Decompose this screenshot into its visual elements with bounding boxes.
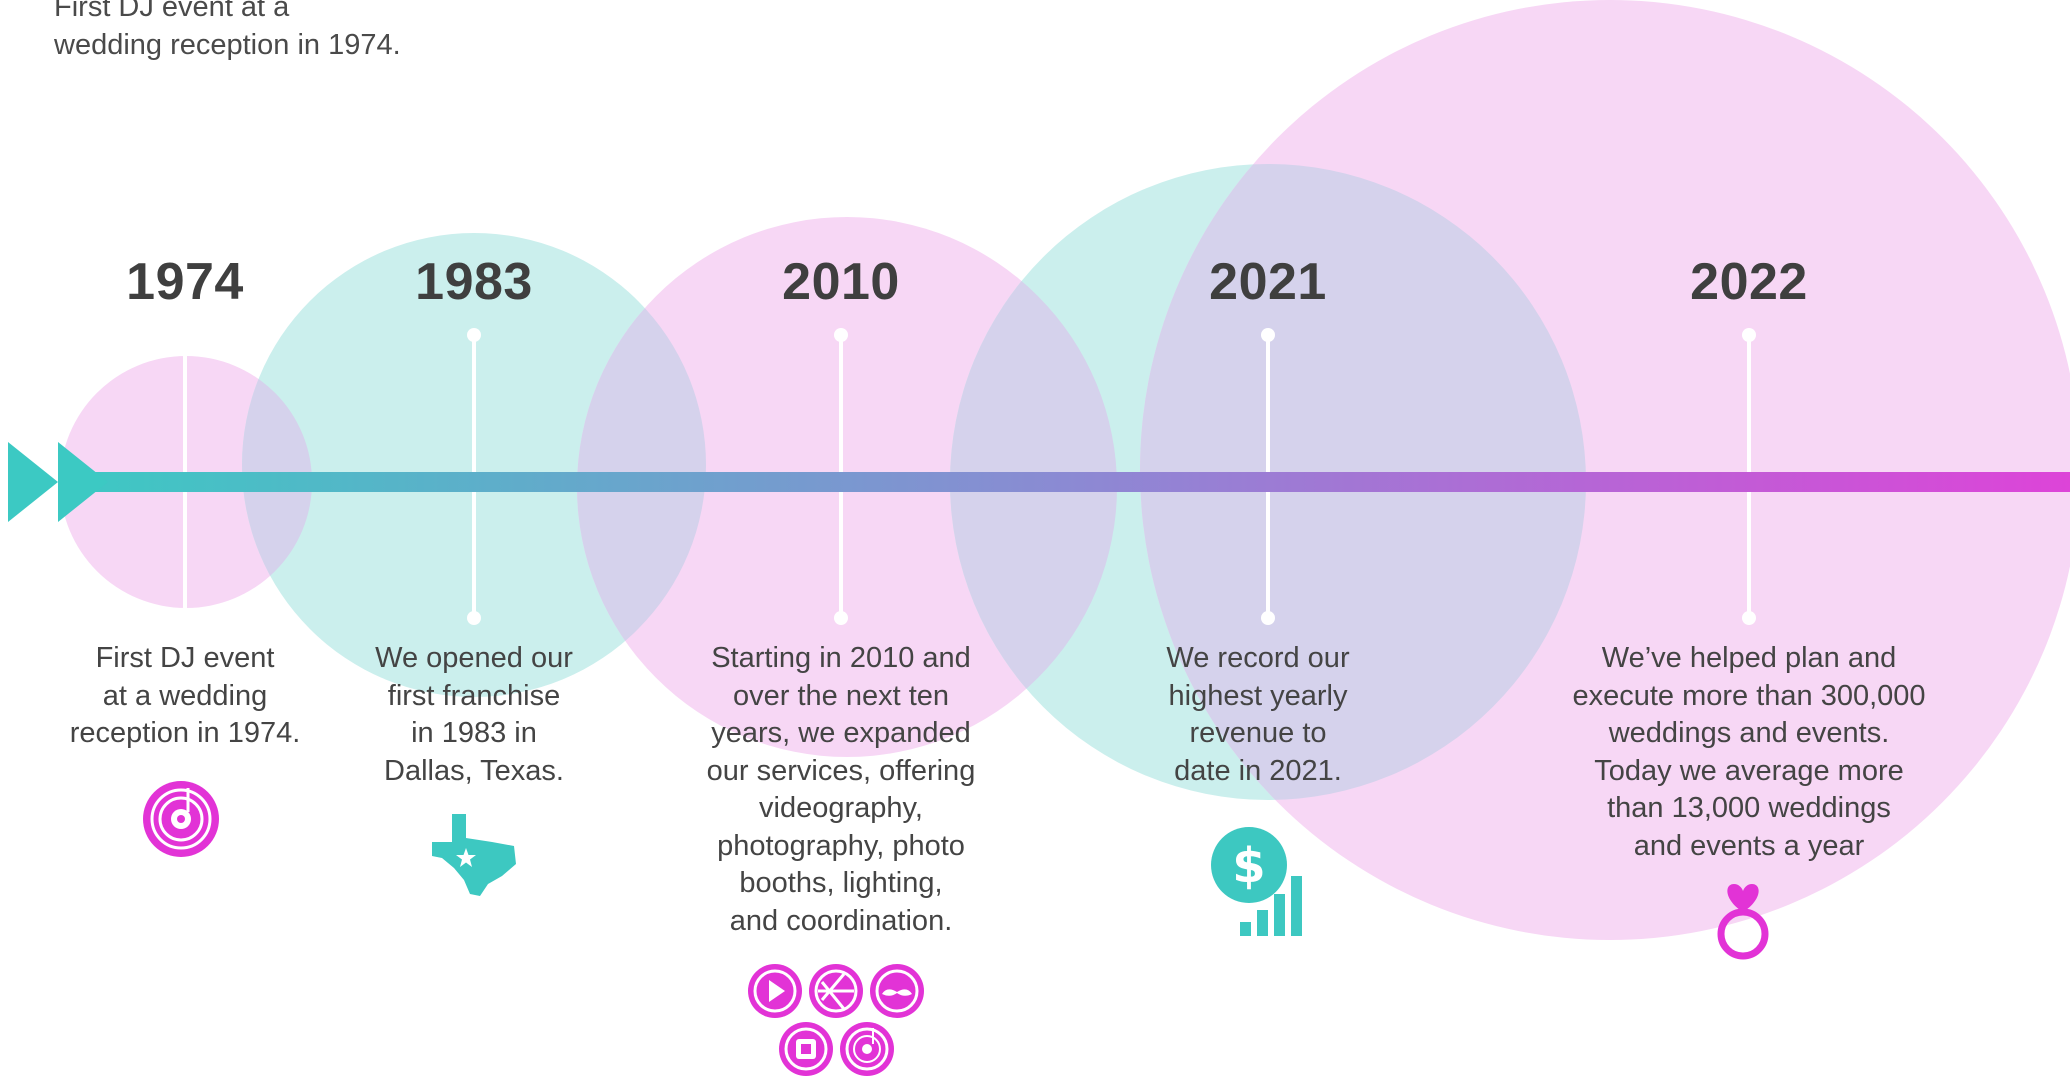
desc-line: photography, photo: [717, 829, 965, 862]
desc-line: We opened our: [375, 642, 573, 674]
desc-line: in 1983 in: [411, 717, 537, 749]
description-2010: Starting in 2010 and over the next ten y…: [671, 640, 1011, 940]
description-1983: We opened our first franchise in 1983 in…: [334, 640, 614, 790]
desc-line: and coordination.: [729, 904, 953, 937]
desc-line: execute more than 300,000: [1572, 679, 1926, 712]
svg-text:$: $: [1232, 838, 1265, 894]
texas-map-icon: [432, 814, 516, 896]
description-1974: First DJ event at a wedding reception in…: [40, 640, 330, 753]
camera-aperture-icon: [809, 964, 863, 1018]
lighting-icon: [779, 1022, 833, 1076]
desc-line: our services, offering: [706, 754, 976, 787]
mustache-icon: [870, 964, 924, 1018]
heart-ring-icon: [1717, 884, 1769, 960]
desc-line: We’ve helped plan and: [1601, 642, 1897, 674]
video-play-icon: [748, 964, 802, 1018]
year-label-1983: 1983: [415, 253, 533, 311]
vinyl-record-icon: [143, 781, 219, 857]
desc-line: Dallas, Texas.: [384, 754, 564, 787]
vinyl-record-small-icon: [840, 1022, 894, 1076]
year-label-2021: 2021: [1209, 253, 1327, 311]
intro-line-2: wedding reception in 1974.: [54, 29, 401, 61]
desc-line: first franchise: [387, 679, 561, 712]
desc-line: weddings and events.: [1608, 717, 1890, 749]
description-2021: We record our highest yearly revenue to …: [1118, 640, 1398, 790]
desc-line: First DJ event: [95, 642, 275, 674]
desc-line: highest yearly: [1168, 679, 1348, 712]
intro-line-1: First DJ event at a: [54, 0, 290, 23]
desc-line: and events a year: [1633, 829, 1865, 862]
desc-line: years, we expanded: [711, 717, 971, 749]
desc-line: Starting in 2010 and: [711, 642, 971, 674]
desc-line: We record our: [1166, 642, 1350, 674]
desc-line: at a wedding: [102, 679, 268, 712]
year-label-2022: 2022: [1690, 253, 1808, 311]
desc-line: booths, lighting,: [739, 867, 943, 899]
desc-line: revenue to: [1189, 717, 1327, 749]
desc-line: than 13,000 weddings: [1607, 792, 1891, 824]
desc-line: videography,: [759, 792, 923, 824]
timeline-bar: [8, 442, 2070, 522]
intro-caption: First DJ event at a wedding reception in…: [54, 0, 574, 64]
arrow-head-2: [58, 442, 108, 522]
desc-line: date in 2021.: [1174, 754, 1342, 787]
revenue-chart-icon: $: [1211, 827, 1302, 936]
desc-line: reception in 1974.: [69, 717, 301, 749]
description-2022: We’ve helped plan and execute more than …: [1529, 640, 1969, 865]
desc-line: over the next ten: [732, 679, 950, 712]
year-label-1974: 1974: [126, 253, 244, 311]
services-icons-group: [748, 964, 924, 1076]
desc-line: Today we average more: [1594, 754, 1904, 787]
year-label-2010: 2010: [782, 253, 900, 311]
arrow-head-1: [8, 442, 58, 522]
